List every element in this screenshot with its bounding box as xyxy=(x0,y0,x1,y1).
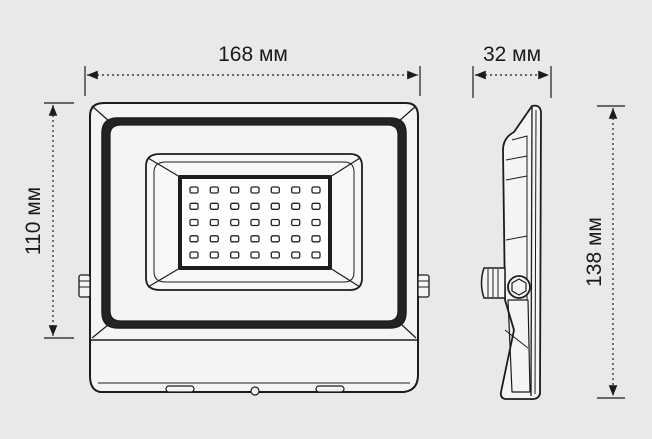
side-height-dimension: 138 мм xyxy=(583,105,625,399)
depth-label: 32 мм xyxy=(483,43,541,66)
width-label: 168 мм xyxy=(218,43,288,66)
reflector-inner xyxy=(153,161,355,283)
depth-dimension: 32 мм xyxy=(472,43,552,98)
led-chip xyxy=(270,186,280,194)
led-chip xyxy=(230,186,240,194)
front-view xyxy=(78,102,430,396)
led-chip xyxy=(291,186,301,194)
side-fin-3 xyxy=(505,235,528,241)
led-chip xyxy=(209,186,219,194)
side-glass-edge xyxy=(534,109,537,395)
reflector-corner-tl xyxy=(147,157,181,178)
led-grid xyxy=(189,186,321,259)
led-chip xyxy=(250,202,260,210)
led-chip xyxy=(189,218,199,227)
led-chip xyxy=(270,235,280,243)
led-chip xyxy=(230,235,240,243)
led-chip xyxy=(209,202,219,210)
mount-bolt-right xyxy=(417,274,430,298)
reflector-corner-br xyxy=(329,267,361,288)
led-chip xyxy=(270,218,280,227)
led-chip xyxy=(230,251,240,259)
pivot-bolt-head xyxy=(511,278,527,296)
led-chip xyxy=(230,218,240,227)
reflector-corner-tr xyxy=(329,157,361,178)
led-chip xyxy=(291,235,301,243)
led-chip xyxy=(311,186,321,194)
led-chip xyxy=(270,202,280,210)
led-chip xyxy=(250,235,260,243)
bevel-corner-tl xyxy=(91,105,111,123)
led-chip xyxy=(189,202,199,210)
led-chip xyxy=(250,251,260,259)
led-chip xyxy=(189,235,199,243)
led-chip xyxy=(189,186,199,194)
led-chip xyxy=(311,202,321,210)
led-chip xyxy=(291,251,301,259)
bevel-corner-br xyxy=(401,324,417,339)
led-chip xyxy=(250,186,260,194)
side-bracket-diagonal xyxy=(504,329,529,349)
bottom-slot-left xyxy=(165,385,195,393)
led-chip xyxy=(250,218,260,227)
led-chip xyxy=(209,218,219,227)
width-dimension: 168 мм xyxy=(84,43,421,96)
side-height-label: 138 мм xyxy=(583,217,606,287)
bevel-corner-tr xyxy=(397,105,417,123)
bottom-slot-right xyxy=(315,385,345,393)
led-chip xyxy=(189,251,199,259)
led-chip xyxy=(209,235,219,243)
bevel-corner-bl xyxy=(91,324,109,339)
side-fin-2 xyxy=(505,175,528,181)
led-chip xyxy=(270,251,280,259)
led-chip xyxy=(311,251,321,259)
led-chip xyxy=(311,218,321,227)
front-height-dimension: 110 мм xyxy=(22,102,74,339)
mount-bolt-left xyxy=(78,274,91,298)
led-chip xyxy=(209,251,219,259)
side-front-edge xyxy=(530,105,533,397)
led-chip xyxy=(291,218,301,227)
front-height-label: 110 мм xyxy=(22,187,45,255)
side-fin-1 xyxy=(505,155,528,161)
bottom-screw xyxy=(250,386,260,396)
led-chip xyxy=(311,235,321,243)
led-chip xyxy=(291,202,301,210)
side-view xyxy=(480,104,542,401)
reflector-corner-bl xyxy=(147,267,181,288)
side-bracket xyxy=(507,299,531,393)
led-chip xyxy=(230,202,240,210)
